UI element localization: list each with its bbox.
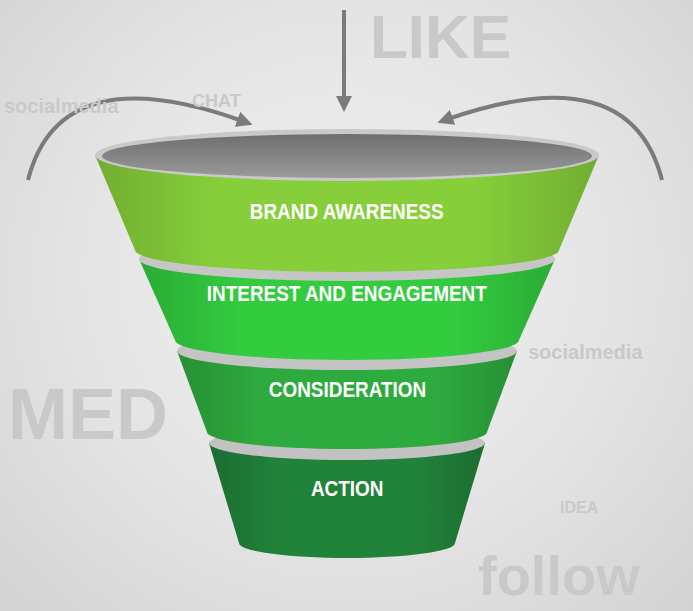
funnel-band: BRAND AWARENESS xyxy=(95,129,599,272)
band-rim xyxy=(209,426,485,460)
band-label-wrap: INTEREST AND ENGAGEMENT xyxy=(139,280,555,308)
band-body xyxy=(209,443,485,558)
band-label: ACTION xyxy=(311,475,384,503)
band-rim xyxy=(95,129,599,181)
band-rim xyxy=(139,237,555,281)
band-label-wrap: BRAND AWARENESS xyxy=(95,198,599,226)
watermark-text: IDEA xyxy=(560,500,598,516)
band-label-wrap: ACTION xyxy=(209,475,485,503)
band-label-wrap: CONSIDERATION xyxy=(177,376,517,404)
band-label: CONSIDERATION xyxy=(268,376,425,404)
band-label: BRAND AWARENESS xyxy=(250,198,444,226)
band-shading xyxy=(209,443,485,558)
watermark-text: MED xyxy=(8,378,168,450)
watermark-text: socialmedia xyxy=(4,96,119,116)
band-label: INTEREST AND ENGAGEMENT xyxy=(207,280,487,308)
funnel-mouth xyxy=(102,134,592,178)
straight-arrow xyxy=(342,10,346,104)
watermark-text: socialmedia xyxy=(528,342,643,362)
watermark-text: LIKE xyxy=(370,6,511,68)
band-rim xyxy=(177,332,517,370)
watermark-text: follow xyxy=(478,548,640,604)
watermark-text: CHAT xyxy=(192,92,241,110)
